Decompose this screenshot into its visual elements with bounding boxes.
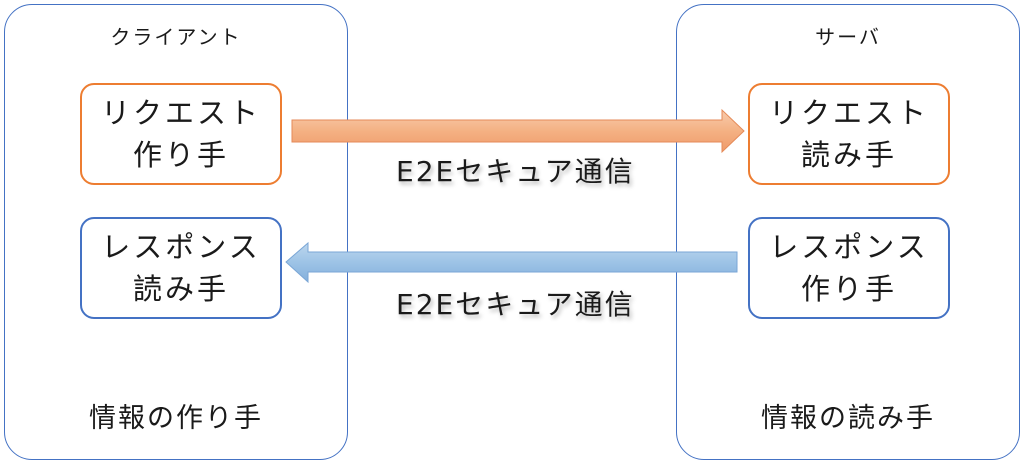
client-response-box-line2: 読み手 xyxy=(132,272,229,306)
client-request-box-line1: リクエスト xyxy=(100,96,261,130)
server-request-box-line1: リクエスト xyxy=(768,96,929,130)
client-response-box-line1: レスポンス xyxy=(101,230,261,264)
request-arrow xyxy=(291,108,745,154)
client-role-label: 情報の作り手 xyxy=(89,403,263,434)
server-response-box-line2: 作り手 xyxy=(800,272,897,306)
response-arrow xyxy=(285,241,738,284)
server-title: サーバ xyxy=(815,25,881,49)
client-request-creator-box: リクエスト 作り手 xyxy=(80,83,282,185)
request-channel-label: E2Eセキュア通信 xyxy=(396,155,635,188)
response-channel-label: E2Eセキュア通信 xyxy=(396,288,635,321)
server-request-box-line2: 読み手 xyxy=(800,138,897,172)
client-panel: クライアント 情報の作り手 xyxy=(4,4,348,460)
server-response-creator-box: レスポンス 作り手 xyxy=(748,217,950,319)
server-response-box-line1: レスポンス xyxy=(769,230,929,264)
client-title: クライアント xyxy=(110,25,242,49)
client-request-box-line2: 作り手 xyxy=(132,138,229,172)
server-role-label: 情報の読み手 xyxy=(761,403,935,434)
client-response-reader-box: レスポンス 読み手 xyxy=(80,217,282,319)
server-request-reader-box: リクエスト 読み手 xyxy=(748,83,950,185)
